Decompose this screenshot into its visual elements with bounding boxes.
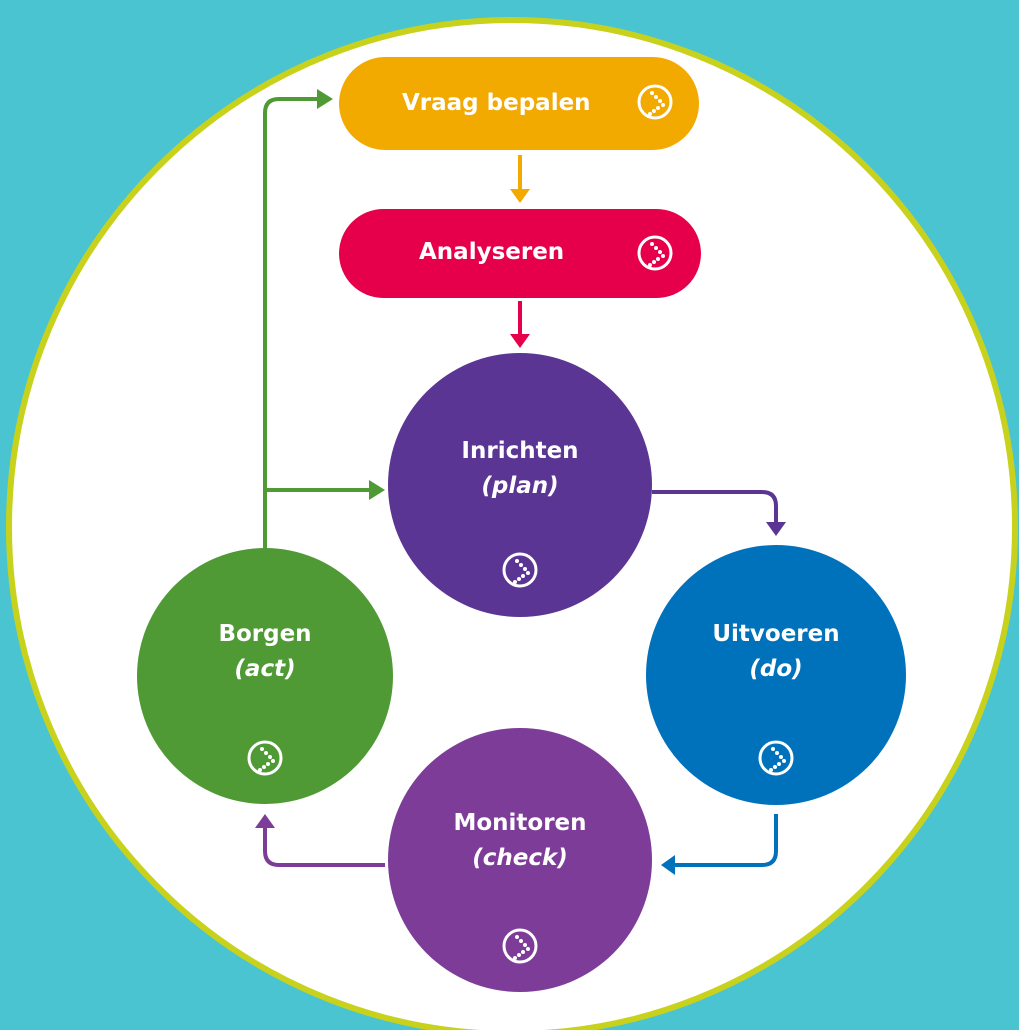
arrow-inrichten-uitvoeren — [652, 490, 778, 525]
node-uitvoeren: Uitvoeren (do) — [646, 545, 906, 805]
arrowhead-borgen-vraag — [317, 89, 333, 109]
analyseren-label: Analyseren — [419, 239, 564, 265]
inrichten-sub-label: (plan) — [481, 473, 558, 499]
arrowhead-uitvoeren-monitoren — [661, 855, 675, 875]
monitoren-sub-label: (check) — [472, 845, 568, 871]
borgen-sub-label: (act) — [234, 656, 295, 682]
arrowhead-inrichten-uitvoeren — [766, 522, 786, 536]
arrowhead-analyseren-inrichten — [510, 334, 530, 348]
node-monitoren: Monitoren (check) — [388, 728, 652, 992]
arrow-monitoren-borgen — [263, 825, 385, 867]
inrichten-label: Inrichten — [461, 438, 578, 464]
vraag-bepalen-label: Vraag bepalen — [402, 90, 591, 116]
arrowhead-vraag-analyseren — [510, 189, 530, 203]
arrow-borgen-vraag — [263, 97, 320, 587]
uitvoeren-label: Uitvoeren — [712, 621, 839, 647]
monitoren-label: Monitoren — [453, 810, 586, 836]
arrowhead-monitoren-borgen — [255, 814, 275, 828]
uitvoeren-sub-label: (do) — [749, 656, 802, 682]
borgen-label: Borgen — [218, 621, 311, 647]
node-vraag-bepalen: Vraag bepalen — [339, 57, 699, 150]
node-analyseren: Analyseren — [339, 209, 701, 298]
node-borgen: Borgen (act) — [137, 548, 393, 804]
arrow-uitvoeren-monitoren — [672, 814, 778, 867]
connectors — [255, 89, 786, 875]
arrowhead-borgen-inrichten — [369, 480, 385, 500]
node-inrichten: Inrichten (plan) — [388, 353, 652, 617]
